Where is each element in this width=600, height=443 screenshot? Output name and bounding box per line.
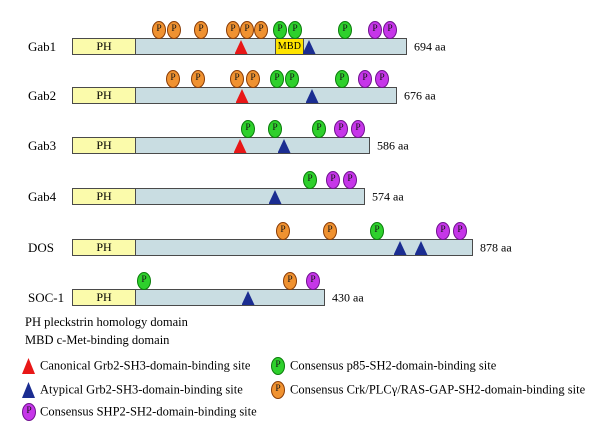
crk-plcg-rasgap-sh2-binding-site: P [276, 222, 290, 240]
crk-plcg-rasgap-sh2-binding-site-legend-icon: P [271, 381, 285, 399]
ph-domain: PH [72, 137, 136, 154]
canonical-grb2-sh3-binding-site-legend-label: Canonical Grb2-SH3-domain-binding site [40, 358, 251, 373]
shp2-sh2-binding-site: P [306, 272, 320, 290]
p85-sh2-binding-site: P [335, 70, 349, 88]
shp2-sh2-binding-site-legend-label: Consensus SHP2-SH2-domain-binding site [40, 404, 257, 419]
ph-domain: PH [72, 289, 136, 306]
aa-length-label: 694 aa [414, 39, 446, 53]
ph-domain: PH [72, 87, 136, 104]
canonical-grb2-sh3-binding-site-legend-icon [22, 358, 35, 374]
p85-sh2-binding-site: P [338, 21, 352, 39]
mbd-definition-text: MBD c-Met-binding domain [25, 333, 170, 347]
atypical-grb2-sh3-binding-site-legend-label: Atypical Grb2-SH3-domain-binding site [40, 382, 243, 397]
atypical-grb2-sh3-binding-site-legend-icon [22, 382, 35, 398]
aa-length-label: 430 aa [332, 290, 364, 304]
crk-plcg-rasgap-sh2-binding-site: P [167, 21, 181, 39]
p85-sh2-binding-site: P [241, 120, 255, 138]
p85-sh2-binding-site: P [268, 120, 282, 138]
ph-definition-text: PH pleckstrin homology domain [25, 315, 188, 329]
p85-sh2-binding-site: P [137, 272, 151, 290]
p85-sh2-binding-site: P [288, 21, 302, 39]
protein-label: Gab4 [28, 188, 57, 204]
shp2-sh2-binding-site: P [436, 222, 450, 240]
crk-plcg-rasgap-sh2-binding-site-legend-label: Consensus Crk/PLCγ/RAS-GAP-SH2-domain-bi… [290, 382, 586, 397]
crk-plcg-rasgap-sh2-binding-site: P [240, 21, 254, 39]
crk-plcg-rasgap-sh2-binding-site: P [283, 272, 297, 290]
crk-plcg-rasgap-sh2-binding-site: P [254, 21, 268, 39]
aa-length-label: 676 aa [404, 88, 436, 102]
shp2-sh2-binding-site: P [375, 70, 389, 88]
protein-label: Gab2 [28, 87, 57, 103]
p85-sh2-binding-site: P [273, 21, 287, 39]
p85-sh2-binding-site-legend-label: Consensus p85-SH2-domain-binding site [290, 358, 497, 373]
ph-domain: PH [72, 239, 136, 256]
p85-sh2-binding-site: P [370, 222, 384, 240]
crk-plcg-rasgap-sh2-binding-site: P [323, 222, 337, 240]
mbd-domain: MBD [275, 38, 304, 55]
crk-plcg-rasgap-sh2-binding-site: P [226, 21, 240, 39]
crk-plcg-rasgap-sh2-binding-site: P [152, 21, 166, 39]
crk-plcg-rasgap-sh2-binding-site: P [230, 70, 244, 88]
crk-plcg-rasgap-sh2-binding-site: P [166, 70, 180, 88]
ph-domain: PH [72, 188, 136, 205]
p85-sh2-binding-site-legend-icon: P [271, 357, 285, 375]
shp2-sh2-binding-site: P [358, 70, 372, 88]
shp2-sh2-binding-site: P [343, 171, 357, 189]
crk-plcg-rasgap-sh2-binding-site: P [194, 21, 208, 39]
shp2-sh2-binding-site: P [351, 120, 365, 138]
protein-label: DOS [28, 239, 55, 255]
aa-length-label: 586 aa [377, 138, 409, 152]
crk-plcg-rasgap-sh2-binding-site: P [191, 70, 205, 88]
shp2-sh2-binding-site-legend-icon: P [22, 403, 36, 421]
p85-sh2-binding-site: P [303, 171, 317, 189]
p85-sh2-binding-site: P [312, 120, 326, 138]
shp2-sh2-binding-site: P [368, 21, 382, 39]
protein-label: Gab3 [28, 137, 57, 153]
protein-label: SOC-1 [28, 289, 65, 305]
shp2-sh2-binding-site: P [383, 21, 397, 39]
aa-length-label: 878 aa [480, 240, 512, 254]
ph-domain: PH [72, 38, 136, 55]
crk-plcg-rasgap-sh2-binding-site: P [246, 70, 260, 88]
protein-label: Gab1 [28, 38, 57, 54]
p85-sh2-binding-site: P [285, 70, 299, 88]
p85-sh2-binding-site: P [270, 70, 284, 88]
shp2-sh2-binding-site: P [453, 222, 467, 240]
aa-length-label: 574 aa [372, 189, 404, 203]
shp2-sh2-binding-site: P [334, 120, 348, 138]
shp2-sh2-binding-site: P [326, 171, 340, 189]
